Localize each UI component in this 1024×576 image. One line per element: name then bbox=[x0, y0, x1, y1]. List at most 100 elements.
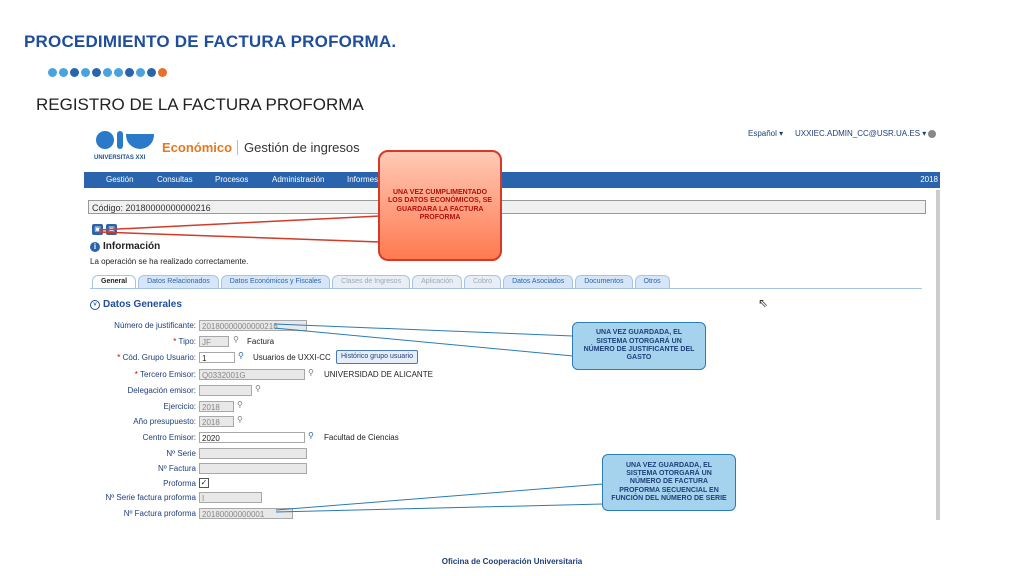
decorative-dot bbox=[103, 68, 112, 77]
search-icon[interactable]: ⚲ bbox=[238, 351, 244, 360]
label-tercero-text: Tercero Emisor: bbox=[139, 370, 196, 379]
delegacion-field[interactable] bbox=[199, 385, 252, 396]
tab-aplicacion[interactable]: Aplicación bbox=[412, 275, 462, 288]
label-proforma: Proforma bbox=[163, 479, 196, 488]
decorative-dot bbox=[92, 68, 101, 77]
decorative-dot bbox=[136, 68, 145, 77]
n-serie-field[interactable] bbox=[199, 448, 307, 459]
tab-divider bbox=[90, 288, 922, 289]
centro-emisor-description: Facultad de Ciencias bbox=[324, 433, 399, 442]
section-title: Datos Generales bbox=[103, 299, 182, 310]
footer: Oficina de Cooperación Universitaria bbox=[441, 557, 583, 566]
logo-caption: UNIVERSITAS XXI bbox=[94, 155, 146, 161]
decorative-dot bbox=[48, 68, 57, 77]
decorative-dot bbox=[147, 68, 156, 77]
scrollbar[interactable] bbox=[936, 190, 940, 520]
label-n-serie-proforma: Nº Serie factura proforma bbox=[105, 493, 196, 502]
callout-proforma-number: UNA VEZ GUARDADA, EL SISTEMA OTORGARÁ UN… bbox=[602, 454, 736, 511]
label-tipo: * Tipo: bbox=[173, 337, 197, 346]
label-n-serie: Nº Serie bbox=[166, 449, 196, 458]
info-icon: i bbox=[90, 241, 100, 252]
tab-datos-asociados[interactable]: Datos Asociados bbox=[503, 275, 574, 288]
tab-datos-economicos-y-fiscales[interactable]: Datos Económicos y Fiscales bbox=[220, 275, 331, 288]
label-numero-justificante: Número de justificante: bbox=[114, 321, 196, 330]
tercero-description: UNIVERSIDAD DE ALICANTE bbox=[324, 370, 433, 379]
search-icon[interactable]: ⚲ bbox=[255, 384, 261, 393]
tab-clases-de-ingresos[interactable]: Clases de Ingresos bbox=[332, 275, 411, 288]
ejercicio-field: 2018 bbox=[199, 401, 234, 412]
label-n-factura: Nº Factura bbox=[157, 464, 196, 473]
n-factura-field[interactable] bbox=[199, 463, 307, 474]
section-header-datos-generales[interactable]: ˅ Datos Generales bbox=[90, 299, 182, 310]
cod-grupo-description: Usuarios de UXXI-CC bbox=[253, 353, 331, 362]
label-n-factura-proforma: Nº Factura proforma bbox=[123, 509, 196, 518]
section-heading: REGISTRO DE LA FACTURA PROFORMA bbox=[36, 95, 364, 114]
tab-otros[interactable]: Otros bbox=[634, 275, 670, 288]
anio-presupuesto-field: 2018 bbox=[199, 416, 234, 427]
tab-cobro[interactable]: Cobro bbox=[464, 275, 502, 288]
save-new-icon[interactable]: ▣ bbox=[106, 224, 117, 235]
tab-general[interactable]: General bbox=[92, 275, 137, 288]
language-selector[interactable]: Español ▾ bbox=[748, 129, 784, 138]
cod-grupo-input[interactable]: 1 bbox=[199, 352, 235, 363]
proforma-checkbox[interactable]: ✓ bbox=[199, 478, 209, 488]
centro-emisor-input[interactable]: 2020 bbox=[199, 432, 305, 443]
info-title: Información bbox=[103, 241, 161, 252]
decorative-dot bbox=[70, 68, 79, 77]
search-icon[interactable]: ⚲ bbox=[237, 415, 243, 424]
label-delegacion: Delegación emisor: bbox=[127, 386, 196, 395]
menu-administracion[interactable]: Administración bbox=[272, 175, 325, 184]
menu-informes[interactable]: Informes bbox=[347, 175, 379, 184]
status-icon bbox=[928, 130, 936, 138]
save-icon[interactable]: ▣ bbox=[92, 224, 103, 235]
search-icon[interactable]: ⚲ bbox=[237, 400, 243, 409]
record-code-bar: Código: 20180000000000216 bbox=[88, 200, 926, 214]
main-menu: Gestión Consultas Procesos Administració… bbox=[84, 172, 940, 188]
logo-icon-part bbox=[117, 131, 123, 149]
label-anio-presupuesto: Año presupuesto: bbox=[133, 417, 196, 426]
info-message: La operación se ha realizado correctamen… bbox=[90, 257, 249, 266]
search-icon[interactable]: ⚲ bbox=[233, 335, 239, 344]
mouse-cursor-icon: ⇖ bbox=[758, 296, 769, 310]
tipo-description: Factura bbox=[247, 337, 275, 346]
module-name: Gestión de ingresos bbox=[237, 140, 360, 155]
tipo-field[interactable]: JF bbox=[199, 336, 229, 347]
label-cod-grupo-text: Cód. Grupo Usuario: bbox=[122, 353, 196, 362]
callout-save: UNA VEZ CUMPLIMENTADO LOS DATOS ECONÓMIC… bbox=[378, 150, 502, 261]
historico-grupo-usuario-button[interactable]: Histórico grupo usuario bbox=[336, 350, 418, 364]
n-serie-proforma-field: I bbox=[199, 492, 262, 503]
logo-icon-part-2 bbox=[126, 134, 154, 149]
logo-icon bbox=[96, 131, 114, 149]
n-factura-proforma-field: 20180000000001 bbox=[199, 508, 293, 519]
menu-consultas[interactable]: Consultas bbox=[157, 175, 193, 184]
decorative-dot bbox=[158, 68, 167, 77]
menu-procesos[interactable]: Procesos bbox=[215, 175, 249, 184]
brand-name: Económico bbox=[162, 140, 233, 155]
tab-datos-relacionados[interactable]: Datos Relacionados bbox=[138, 275, 219, 288]
tercero-field: Q0332001G bbox=[199, 369, 305, 380]
slide-title: PROCEDIMIENTO DE FACTURA PROFORMA. bbox=[24, 32, 397, 51]
app-screenshot: UNIVERSITAS XXI Económico Gestión de ing… bbox=[84, 126, 940, 524]
decorative-dot bbox=[59, 68, 68, 77]
decorative-dots bbox=[48, 68, 167, 77]
label-cod-grupo: * Cód. Grupo Usuario: bbox=[117, 353, 196, 362]
decorative-dot bbox=[81, 68, 90, 77]
search-icon[interactable]: ⚲ bbox=[308, 431, 314, 440]
label-tipo-text: Tipo: bbox=[178, 337, 197, 346]
decorative-dot bbox=[125, 68, 134, 77]
label-tercero: * Tercero Emisor: bbox=[134, 370, 196, 379]
record-toolbar: ▣ ▣ bbox=[92, 224, 117, 235]
year-label: 2018 bbox=[920, 175, 938, 184]
tab-documentos[interactable]: Documentos bbox=[575, 275, 633, 288]
info-header: i Información bbox=[90, 241, 160, 252]
callout-justificante: UNA VEZ GUARDADA, EL SISTEMA OTORGARÁ UN… bbox=[572, 322, 706, 370]
numero-justificante-field: 20180000000000216 bbox=[199, 320, 307, 331]
label-centro-emisor: Centro Emisor: bbox=[142, 433, 196, 442]
label-ejercicio: Ejercicio: bbox=[163, 402, 196, 411]
search-icon[interactable]: ⚲ bbox=[308, 368, 314, 377]
collapse-icon[interactable]: ˅ bbox=[90, 299, 100, 310]
menu-gestion[interactable]: Gestión bbox=[106, 175, 134, 184]
decorative-dot bbox=[114, 68, 123, 77]
user-menu[interactable]: UXXIEC.ADMIN_CC@USR.UA.ES ▾ bbox=[795, 129, 927, 138]
